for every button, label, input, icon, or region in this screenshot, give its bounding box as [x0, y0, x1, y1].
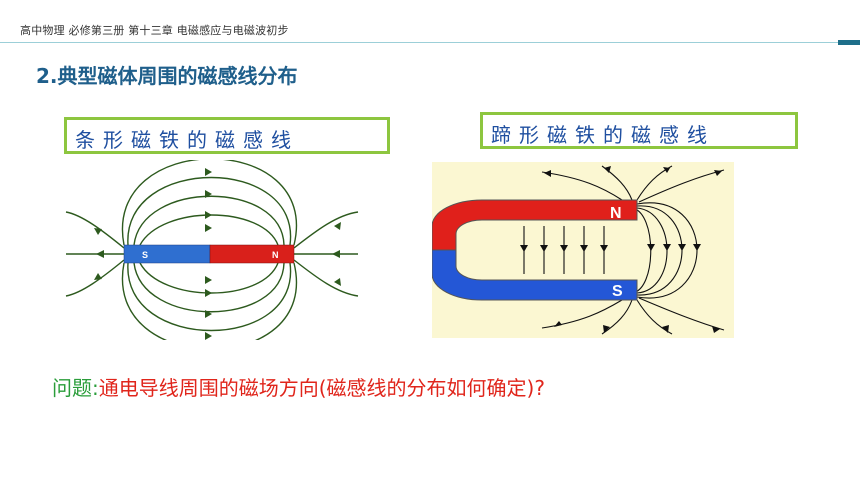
- question-line: 问题:通电导线周围的磁场方向(磁感线的分布如何确定)?: [52, 372, 545, 401]
- header-breadcrumb: 高中物理 必修第三册 第十三章 电磁感应与电磁波初步: [20, 24, 289, 37]
- horseshoe-pole-n: N: [610, 205, 622, 222]
- horseshoe-pole-s: S: [612, 283, 623, 300]
- header-divider: [0, 42, 860, 43]
- bar-field-arrows: [94, 168, 341, 340]
- header-accent-bar: [838, 40, 860, 45]
- bar-field-lines: [65, 160, 359, 340]
- question-prefix: 问题:: [52, 376, 99, 400]
- horseshoe-north-arm: [432, 199, 638, 251]
- bar-pole-n: N: [272, 250, 279, 260]
- bar-north-half: [209, 244, 295, 264]
- bar-magnet-label: 条形磁铁的磁感线: [64, 117, 390, 154]
- horseshoe-magnet-label: 蹄形磁铁的磁感线: [480, 112, 798, 149]
- horseshoe-field-arrows: [520, 166, 722, 333]
- bar-south-half: [123, 244, 211, 264]
- horseshoe-magnet-body: N S: [432, 199, 638, 301]
- bar-magnet-figure: S N: [65, 160, 359, 340]
- horseshoe-magnet-figure: N S: [432, 162, 734, 338]
- section-title: 2.典型磁体周围的磁感线分布: [36, 64, 298, 88]
- question-text: 通电导线周围的磁场方向(磁感线的分布如何确定)?: [98, 376, 545, 400]
- bar-magnet-body: S N: [123, 244, 295, 264]
- horseshoe-south-arm: [432, 249, 638, 301]
- bar-pole-s: S: [142, 250, 148, 260]
